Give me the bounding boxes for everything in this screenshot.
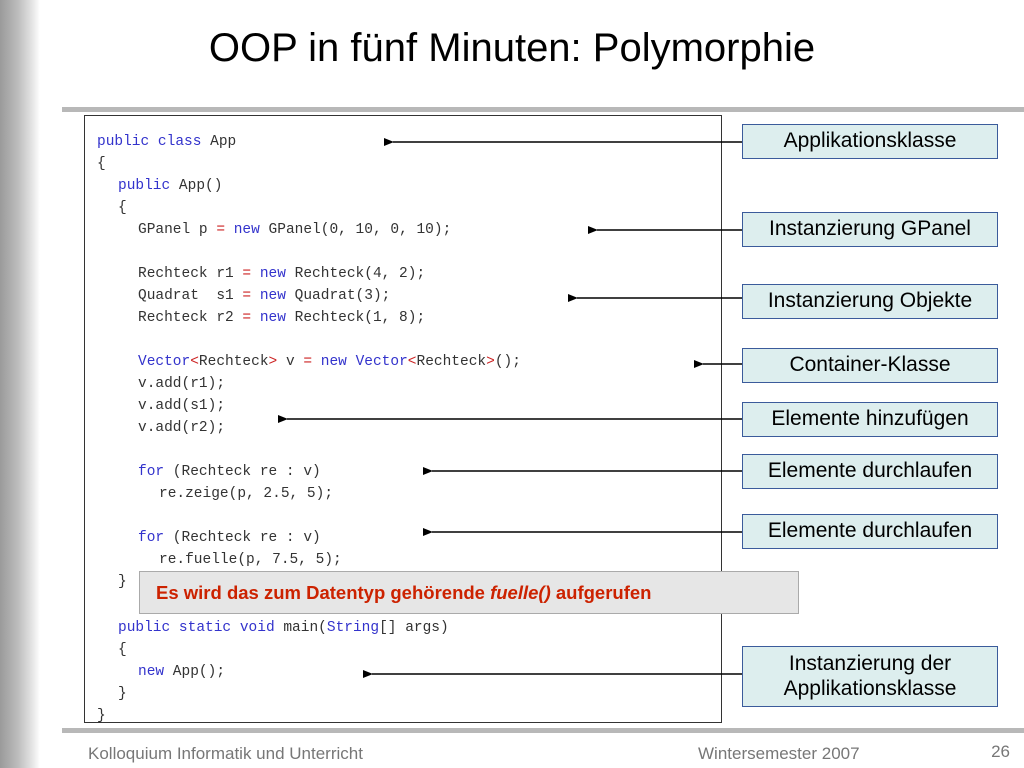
polymorphism-callout: Es wird das zum Datentyp gehörende fuell… — [139, 571, 799, 614]
page-number: 26 — [991, 742, 1010, 761]
code-line-open-constructor: { — [118, 200, 127, 216]
label-elemente-hinzufuegen: Elemente hinzufügen — [742, 402, 998, 437]
code-line-add-r2: v.add(r2); — [138, 420, 226, 436]
code-line-for-fuelle: for (Rechteck re : v) — [138, 530, 321, 546]
top-divider — [62, 107, 1024, 112]
bottom-divider — [62, 728, 1024, 733]
code-line-constructor: public App() — [118, 178, 223, 194]
slide-title: OOP in fünf Minuten: Polymorphie — [208, 26, 816, 70]
code-line-vector: Vector<Rechteck> v = new Vector<Rechteck… — [138, 354, 521, 370]
footer-left: Kolloquium Informatik und Unterricht — [88, 744, 363, 763]
code-line-fuelle: re.fuelle(p, 7.5, 5); — [159, 552, 342, 568]
code-line-quadrat-s1: Quadrat s1 = new Quadrat(3); — [138, 288, 391, 304]
left-gradient-bar — [0, 0, 40, 768]
code-line-open-class: { — [97, 156, 106, 172]
code-line-for-zeige: for (Rechteck re : v) — [138, 464, 321, 480]
code-line-rechteck-r2: Rechteck r2 = new Rechteck(1, 8); — [138, 310, 426, 326]
code-line-add-s1: v.add(s1); — [138, 398, 226, 414]
code-line-close-constructor: } — [118, 574, 127, 590]
label-instanzierung-gpanel: Instanzierung GPanel — [742, 212, 998, 247]
code-line-open-main: { — [118, 642, 127, 658]
footer-center: Wintersemester 2007 — [698, 744, 860, 763]
code-line-add-r1: v.add(r1); — [138, 376, 226, 392]
label-elemente-durchlaufen-1: Elemente durchlaufen — [742, 454, 998, 489]
label-instanzierung-objekte: Instanzierung Objekte — [742, 284, 998, 319]
code-line-zeige: re.zeige(p, 2.5, 5); — [159, 486, 334, 502]
label-applikationsklasse: Applikationsklasse — [742, 124, 998, 159]
code-line-close-main: } — [118, 686, 127, 702]
code-line-close-class: } — [97, 708, 106, 724]
label-elemente-durchlaufen-2: Elemente durchlaufen — [742, 514, 998, 549]
code-line-rechteck-r1: Rechteck r1 = new Rechteck(4, 2); — [138, 266, 426, 282]
code-line-class-decl: public class App — [97, 134, 237, 150]
code-listing: public class App { public App() { GPanel… — [84, 115, 722, 724]
code-line-main: public static void main(String[] args) — [118, 620, 449, 636]
code-line-gpanel: GPanel p = new GPanel(0, 10, 0, 10); — [138, 222, 452, 238]
label-container-klasse: Container-Klasse — [742, 348, 998, 383]
code-line-new-app: new App(); — [138, 664, 226, 680]
